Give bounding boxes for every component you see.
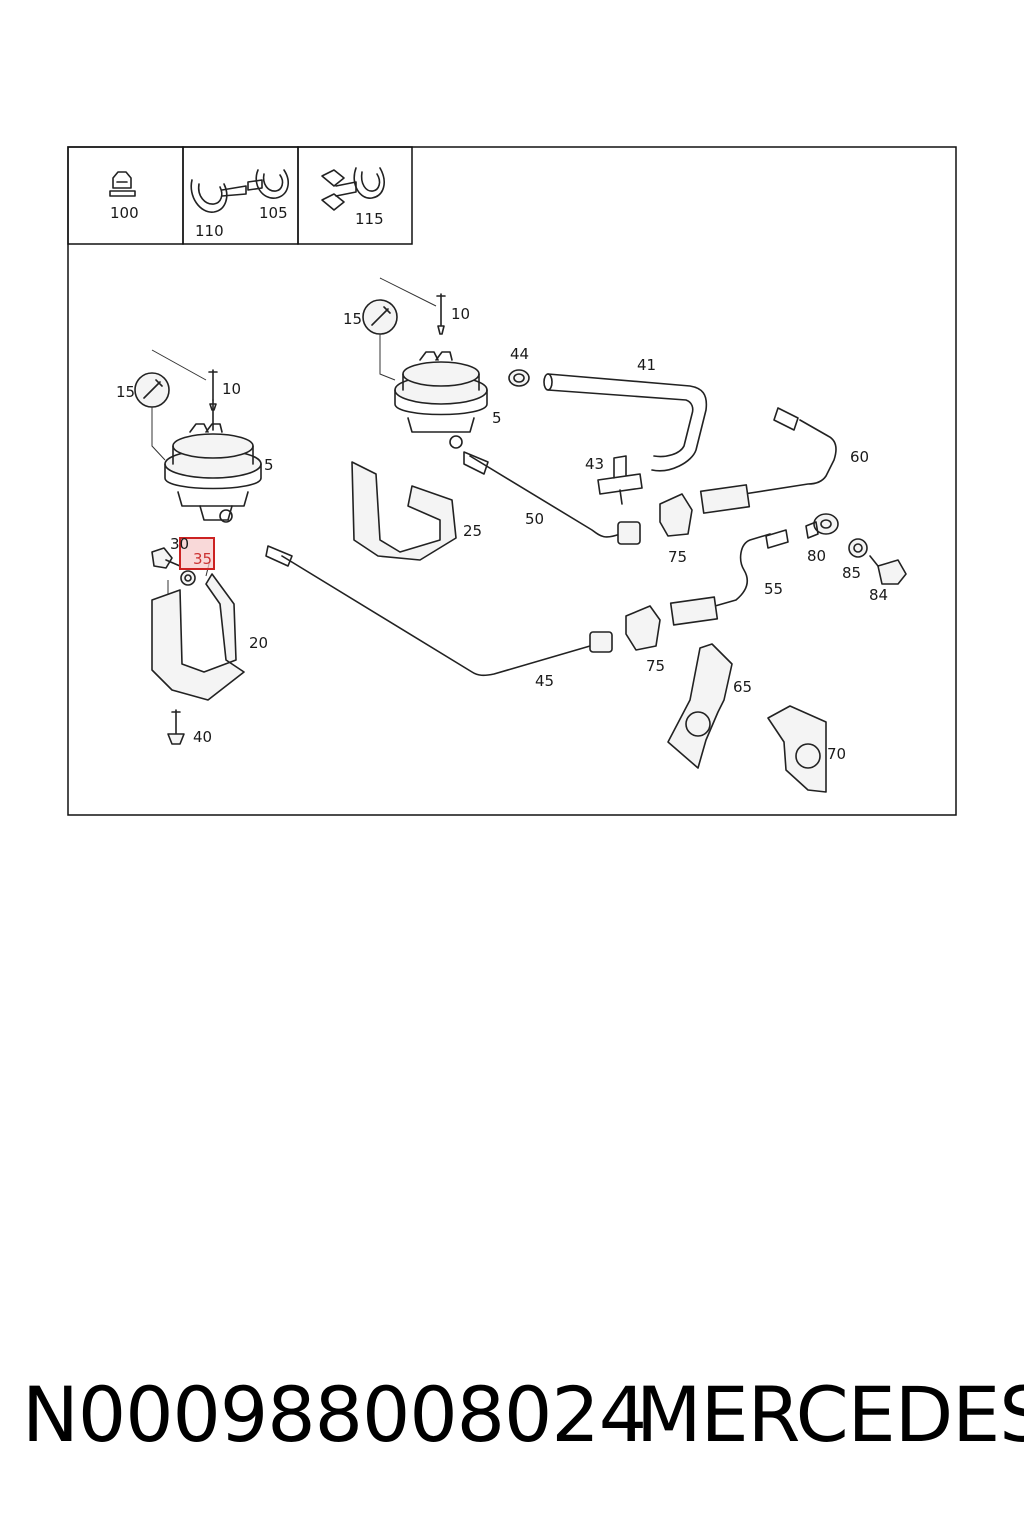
callout-44: 44	[510, 345, 529, 363]
callout-10-right: 10	[451, 305, 470, 323]
pressure-converter-5-right	[394, 351, 488, 449]
service-icon-15-left	[134, 349, 207, 461]
banjo-fitting-80	[805, 513, 839, 539]
hose-clamp-110-icon	[190, 179, 247, 213]
bracket-75-lower	[625, 605, 661, 651]
pressure-converter-5-left	[164, 399, 262, 523]
callout-15-right: 15	[343, 310, 362, 328]
bracket-70	[767, 705, 827, 793]
service-icon-15-right	[362, 277, 437, 381]
callout-85: 85	[842, 564, 861, 582]
brake-line-60	[699, 407, 837, 514]
callout-60: 60	[850, 448, 869, 466]
hose-clamp-44	[508, 369, 530, 387]
callout-110: 110	[195, 222, 224, 240]
callout-105: 105	[259, 204, 288, 222]
bracket-75-upper	[659, 493, 693, 537]
brake-line-50	[463, 451, 641, 545]
callout-20: 20	[249, 634, 268, 652]
vent-valve-10-right	[436, 293, 446, 335]
callout-highlight-35	[179, 537, 215, 570]
bracket-20	[151, 559, 245, 701]
bracket-25	[351, 461, 457, 561]
inset-box-115	[297, 146, 413, 245]
callout-65: 65	[733, 678, 752, 696]
brake-line-45	[265, 545, 613, 677]
footer: N000988008024 MERCEDES	[0, 1370, 1024, 1480]
tee-connector-43	[597, 455, 643, 505]
callout-100: 100	[110, 204, 139, 222]
callout-25: 25	[463, 522, 482, 540]
callout-5-left: 5	[264, 456, 274, 474]
callout-75-upper: 75	[668, 548, 687, 566]
washer-35	[180, 570, 196, 586]
washer-85	[848, 538, 868, 558]
callout-84: 84	[869, 586, 888, 604]
callout-30: 30	[170, 535, 189, 553]
callout-10-left: 10	[222, 380, 241, 398]
diagram-frame	[67, 146, 957, 816]
part-number: N000988008024	[22, 1370, 647, 1459]
hose-clamp-105-icon	[247, 169, 289, 199]
clip-100-icon	[109, 171, 136, 197]
callout-80: 80	[807, 547, 826, 565]
callout-5-right: 5	[492, 409, 502, 427]
brake-line-55	[669, 529, 789, 626]
screw-40	[167, 709, 185, 745]
callout-50: 50	[525, 510, 544, 528]
banjo-bolt-84	[869, 555, 907, 585]
callout-115: 115	[355, 210, 384, 228]
callout-40: 40	[193, 728, 212, 746]
callout-41: 41	[637, 356, 656, 374]
callout-35: 35	[193, 550, 212, 568]
callout-70: 70	[827, 745, 846, 763]
vent-valve-10-left	[208, 369, 218, 411]
brand-name: MERCEDES	[636, 1370, 1024, 1459]
callout-15-left: 15	[116, 383, 135, 401]
hose-clamp-115-icon	[321, 167, 385, 211]
callout-55: 55	[764, 580, 783, 598]
callout-43: 43	[585, 455, 604, 473]
callout-45: 45	[535, 672, 554, 690]
bracket-65	[667, 643, 733, 769]
vacuum-hose-41	[543, 373, 708, 472]
parts-diagram: 100 110 105 115 15 10 44 41 15 10 5 5 43…	[67, 146, 957, 816]
bolt-30	[151, 547, 181, 569]
callout-75-lower: 75	[646, 657, 665, 675]
